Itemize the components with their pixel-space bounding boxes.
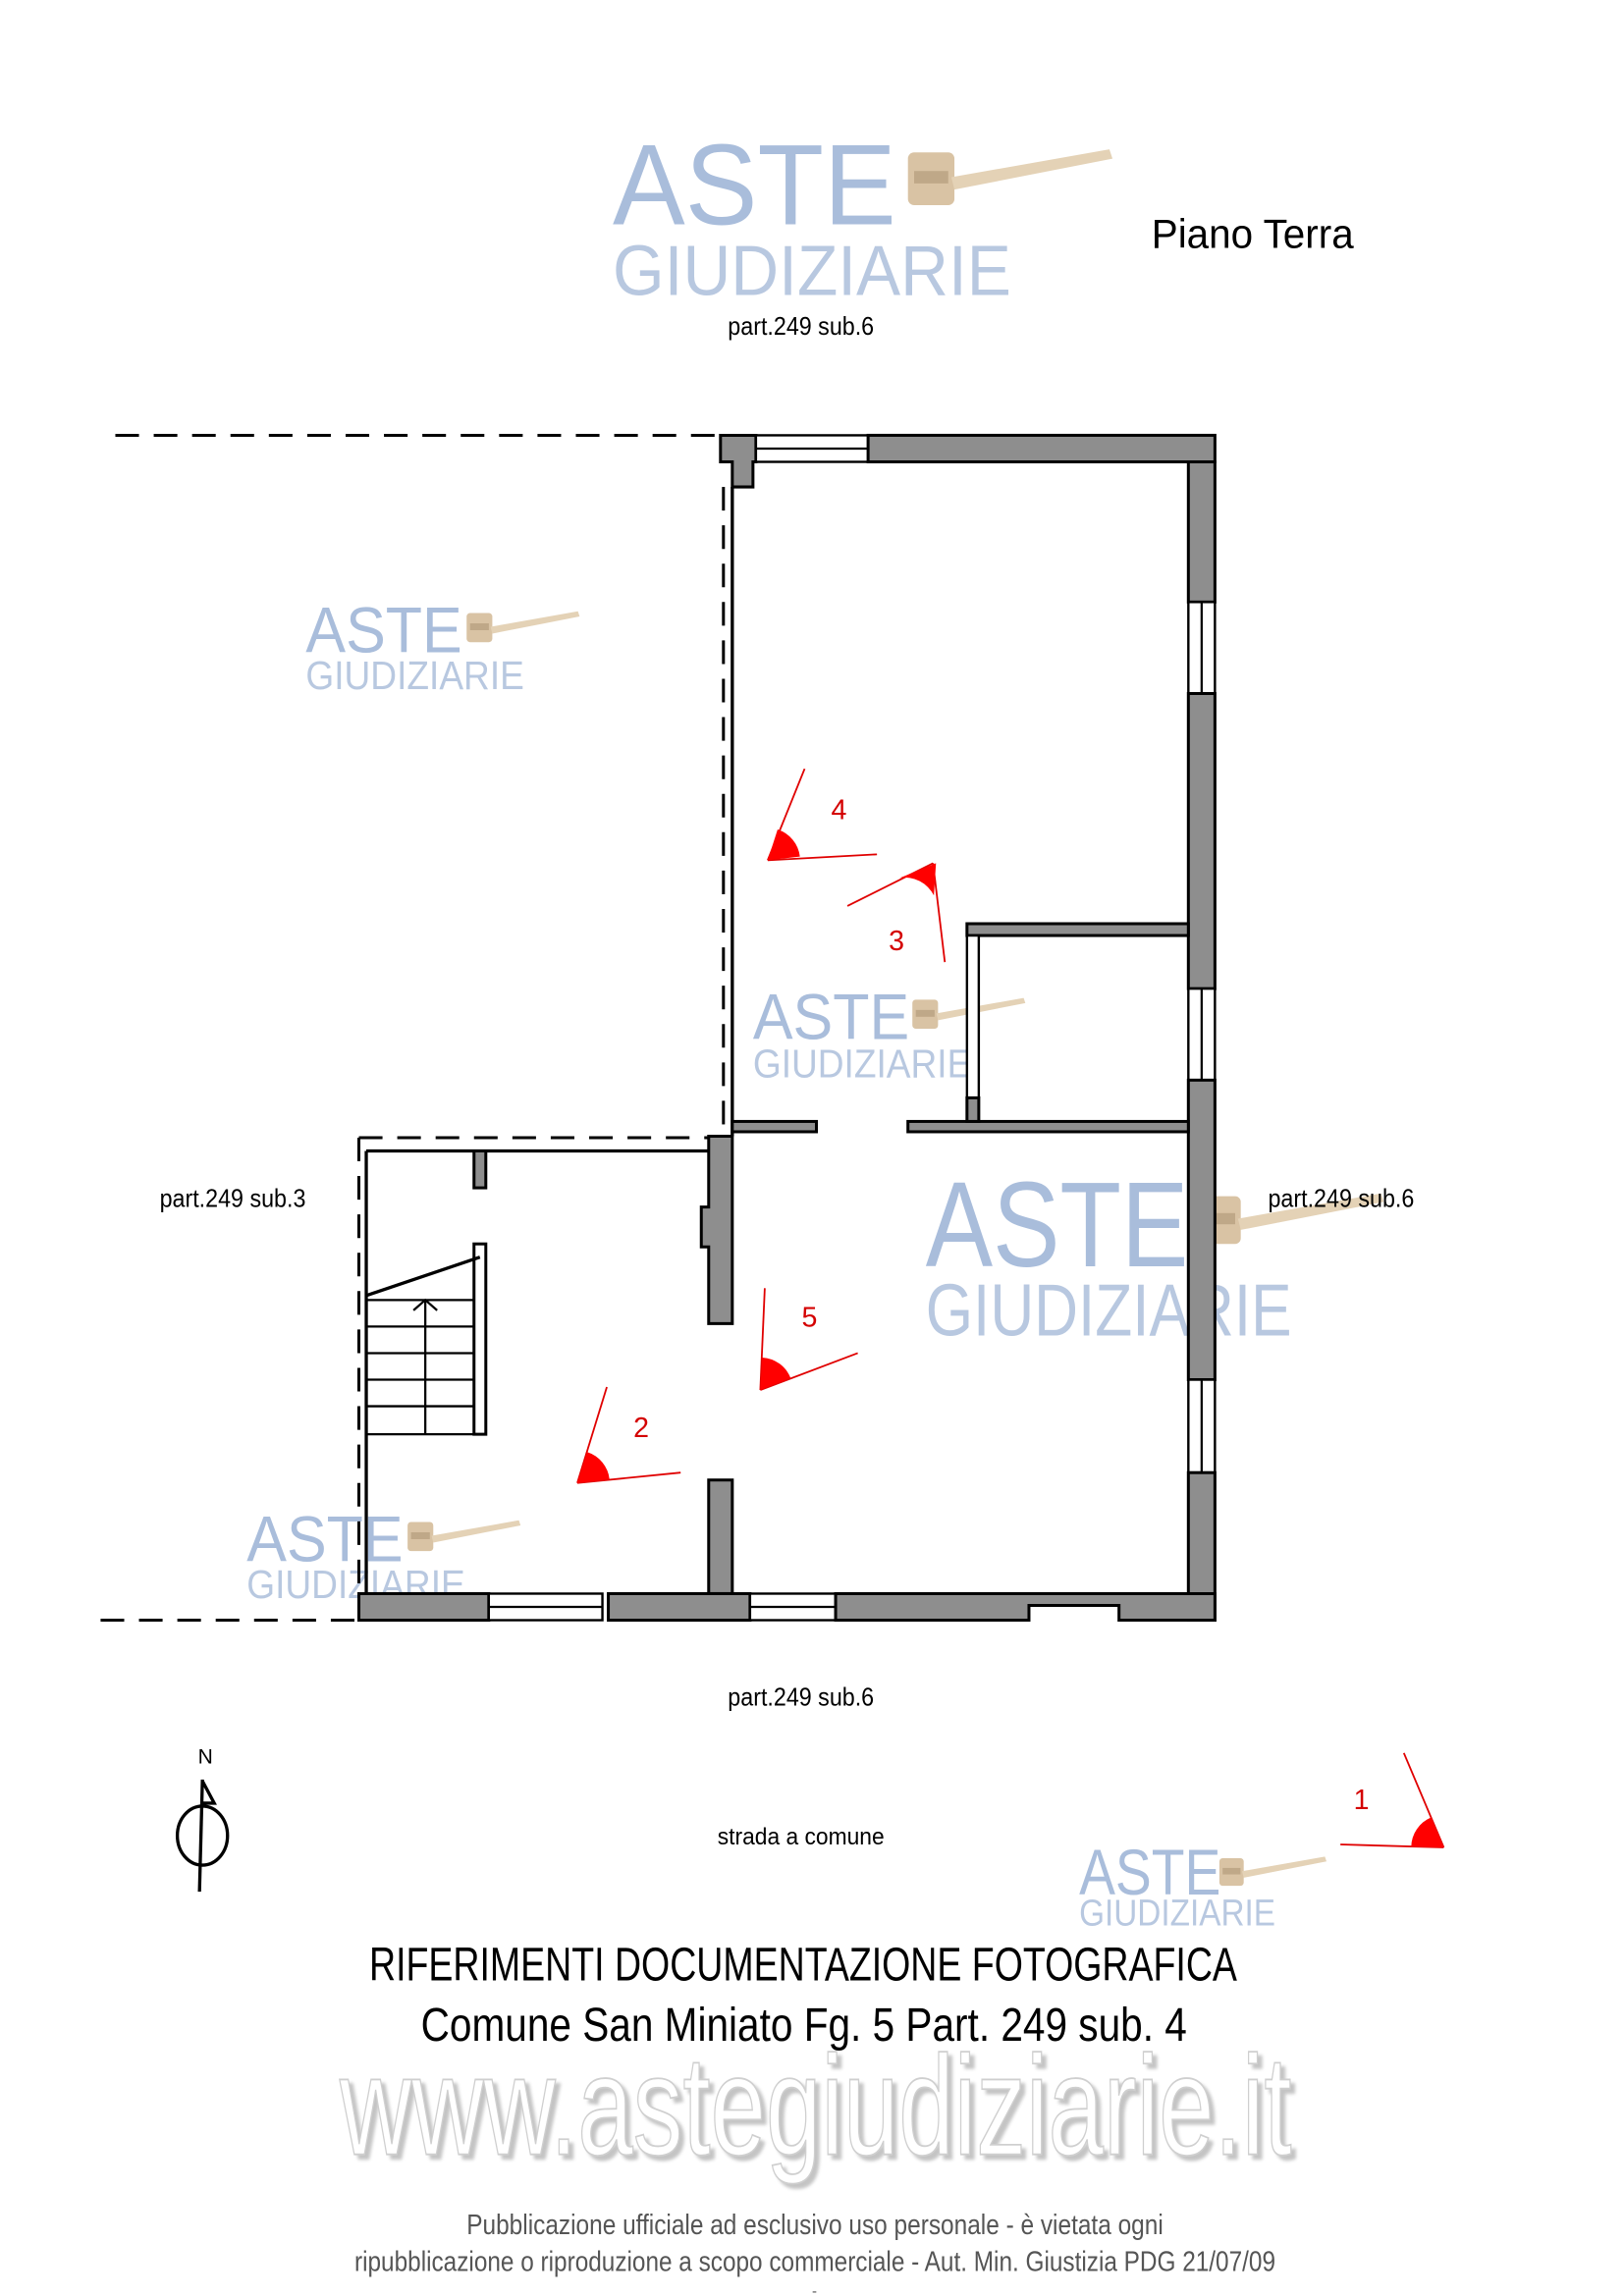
photo-marker-3: 3 — [846, 862, 947, 963]
svg-text:GIUDIZIARIE: GIUDIZIARIE — [613, 233, 1011, 311]
svg-text:2: 2 — [633, 1413, 649, 1444]
watermark-logo: ASTE GIUDIZIARIE — [926, 1157, 1384, 1351]
watermark-logo: ASTE GIUDIZIARIE — [753, 981, 1026, 1086]
document-title: RIFERIMENTI DOCUMENTAZIONE FOTOGRAFICA — [369, 1938, 1237, 1991]
watermark-logo: ASTE GIUDIZIARIE — [246, 1503, 521, 1607]
staircase — [365, 1242, 488, 1436]
street-label: strada a comune — [718, 1824, 885, 1850]
svg-text:GIUDIZIARIE: GIUDIZIARIE — [753, 1041, 971, 1086]
footer-line-2: ripubblicazione o riproduzione a scopo c… — [354, 2246, 1275, 2277]
svg-text:GIUDIZIARIE: GIUDIZIARIE — [305, 653, 523, 698]
floor-plan — [100, 433, 1217, 1623]
north-arrow-icon: N — [175, 1745, 230, 1893]
neighbor-label-right: part.249 sub.6 — [1268, 1186, 1414, 1213]
svg-text:GIUDIZIARIE: GIUDIZIARIE — [1079, 1893, 1275, 1934]
svg-text:3: 3 — [889, 926, 904, 957]
watermark-logo: ASTE GIUDIZIARIE — [305, 594, 580, 698]
document-subtitle: Comune San Miniato Fg. 5 Part. 249 sub. … — [421, 1999, 1187, 2052]
svg-text:ASTE: ASTE — [926, 1157, 1189, 1293]
svg-text:ASTE: ASTE — [1079, 1837, 1220, 1909]
svg-text:N: N — [198, 1745, 213, 1768]
svg-text:GIUDIZIARIE: GIUDIZIARIE — [926, 1268, 1292, 1351]
url-watermark: www.astegiudiziarie.it — [339, 2026, 1291, 2185]
watermark-logo: ASTE GIUDIZIARIE — [1079, 1837, 1327, 1934]
photo-marker-4: 4 — [767, 768, 878, 862]
watermark-logo-large: ASTE GIUDIZIARIE — [613, 120, 1113, 311]
photo-marker-2: 2 — [576, 1386, 681, 1484]
svg-text:ASTE: ASTE — [246, 1503, 403, 1575]
svg-text:ASTE: ASTE — [305, 594, 461, 667]
neighbor-label-top: part.249 sub.6 — [728, 313, 874, 341]
footer-line-3: - — [812, 2283, 817, 2296]
photo-marker-1: 1 — [1340, 1752, 1445, 1848]
floor-title: Piano Terra — [1152, 211, 1355, 257]
footer-line-1: Pubblicazione ufficiale ad esclusivo uso… — [466, 2210, 1164, 2241]
svg-text:5: 5 — [801, 1302, 817, 1333]
svg-text:ASTE: ASTE — [613, 120, 896, 248]
neighbor-label-left: part.249 sub.3 — [160, 1186, 306, 1213]
svg-text:ASTE: ASTE — [753, 981, 909, 1053]
svg-text:4: 4 — [832, 794, 847, 826]
photo-marker-5: 5 — [759, 1288, 858, 1391]
neighbor-label-bottom: part.249 sub.6 — [728, 1684, 874, 1712]
svg-text:1: 1 — [1354, 1785, 1370, 1816]
